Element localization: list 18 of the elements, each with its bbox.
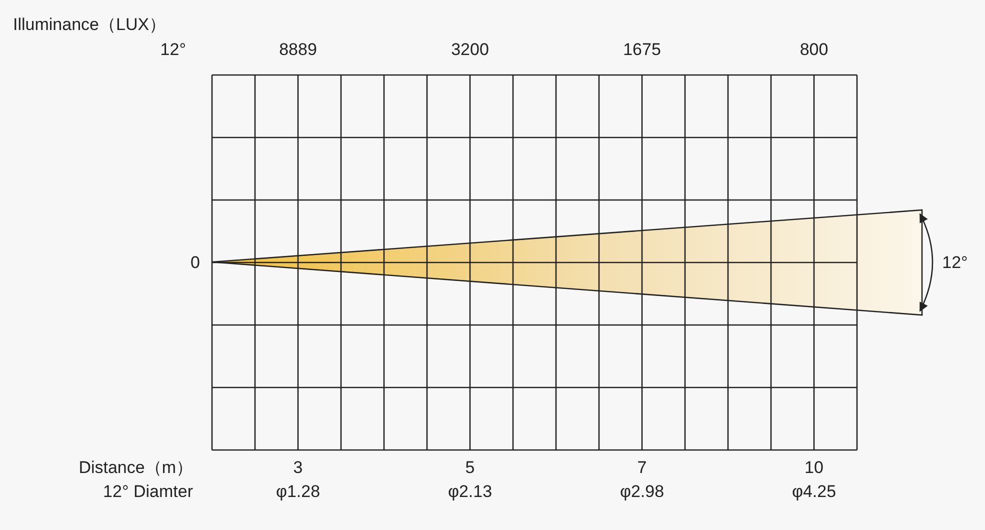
distance-value: 5 [465, 458, 475, 478]
illuminance-value: 3200 [451, 40, 489, 60]
illuminance-value: 1675 [623, 40, 661, 60]
distance-value: 10 [804, 458, 824, 478]
beam-angle-label: 12° [160, 40, 186, 60]
axis-title: Illuminance（LUX） [13, 15, 166, 35]
distance-value: 3 [293, 458, 303, 478]
diameter-value: φ2.13 [448, 482, 492, 502]
diameter-value: φ1.28 [276, 482, 320, 502]
distance-value: 7 [637, 458, 647, 478]
angle-label: 12° [942, 253, 968, 273]
axis-title: 12° Diamter [103, 482, 193, 502]
axis-origin-label: 0 [190, 253, 200, 273]
diameter-value: φ2.98 [620, 482, 664, 502]
axis-title: Distance（m） [78, 458, 193, 478]
diameter-value: φ4.25 [792, 482, 836, 502]
illuminance-value: 8889 [279, 40, 317, 60]
illuminance-value: 800 [800, 40, 828, 60]
